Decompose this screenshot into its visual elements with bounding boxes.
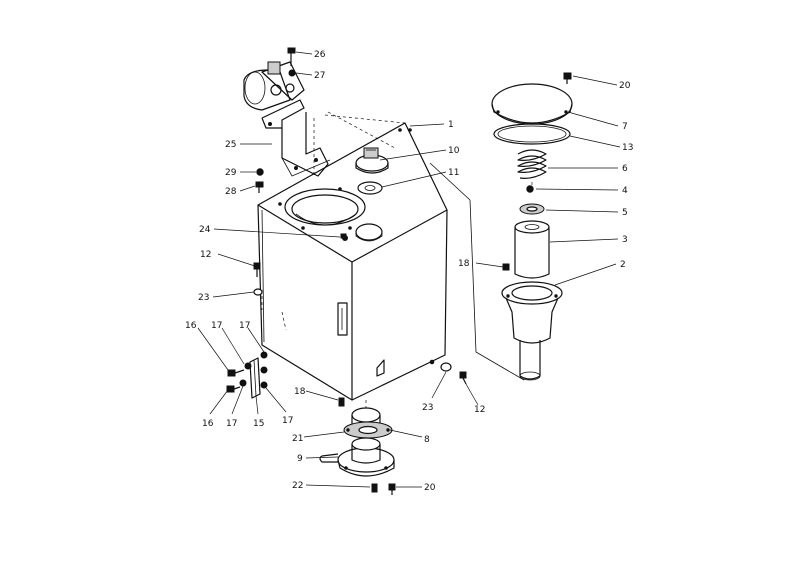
callout-29: 29	[225, 168, 237, 178]
callout-3: 3	[622, 235, 628, 245]
spring	[517, 149, 547, 179]
callout-leaders	[197, 51, 621, 488]
callout-20-bottom: 20	[424, 483, 436, 493]
bottom-pump-assembly	[319, 400, 396, 495]
filter-assembly	[429, 83, 573, 381]
small-hardware	[253, 72, 572, 407]
callout-13: 13	[622, 143, 633, 153]
callout-9: 9	[297, 454, 303, 464]
callout-15: 15	[253, 419, 264, 429]
callout-16-bottom: 16	[202, 419, 214, 429]
callout-17-a: 17	[211, 321, 222, 331]
callout-7: 7	[622, 122, 628, 132]
callout-10: 10	[448, 146, 460, 156]
callout-2: 2	[620, 260, 626, 270]
callout-11: 11	[448, 168, 459, 178]
callout-28: 28	[225, 187, 237, 197]
callout-1: 1	[448, 120, 454, 130]
callout-8: 8	[424, 435, 430, 445]
callout-18-bottom: 18	[294, 387, 306, 397]
callout-16-top: 16	[185, 321, 197, 331]
callout-17-c: 17	[226, 419, 237, 429]
callout-17-d: 17	[282, 416, 293, 426]
callout-18-right: 18	[458, 259, 470, 269]
callout-5: 5	[622, 208, 628, 218]
callout-23-left: 23	[198, 293, 209, 303]
callout-12-right: 12	[474, 405, 485, 415]
callout-23-right: 23	[422, 403, 433, 413]
callout-24: 24	[199, 225, 211, 235]
mounting-clamp	[226, 351, 268, 399]
callout-27: 27	[314, 71, 325, 81]
callout-6: 6	[622, 164, 628, 174]
callout-25: 25	[225, 140, 236, 150]
tank-body	[257, 114, 448, 401]
callout-12-left: 12	[200, 250, 211, 260]
callout-21: 21	[292, 434, 303, 444]
callout-26-top: 26	[314, 50, 326, 60]
callout-20-top: 20	[619, 81, 631, 91]
breather-fitting	[355, 147, 389, 195]
motor-bracket-assembly	[243, 47, 396, 193]
callout-labels: 26 27 25 29 28 1 10 11 24 12 23 16 17 17…	[185, 50, 633, 493]
callout-4: 4	[622, 186, 628, 196]
callout-17-b: 17	[239, 321, 250, 331]
callout-22: 22	[292, 481, 303, 491]
